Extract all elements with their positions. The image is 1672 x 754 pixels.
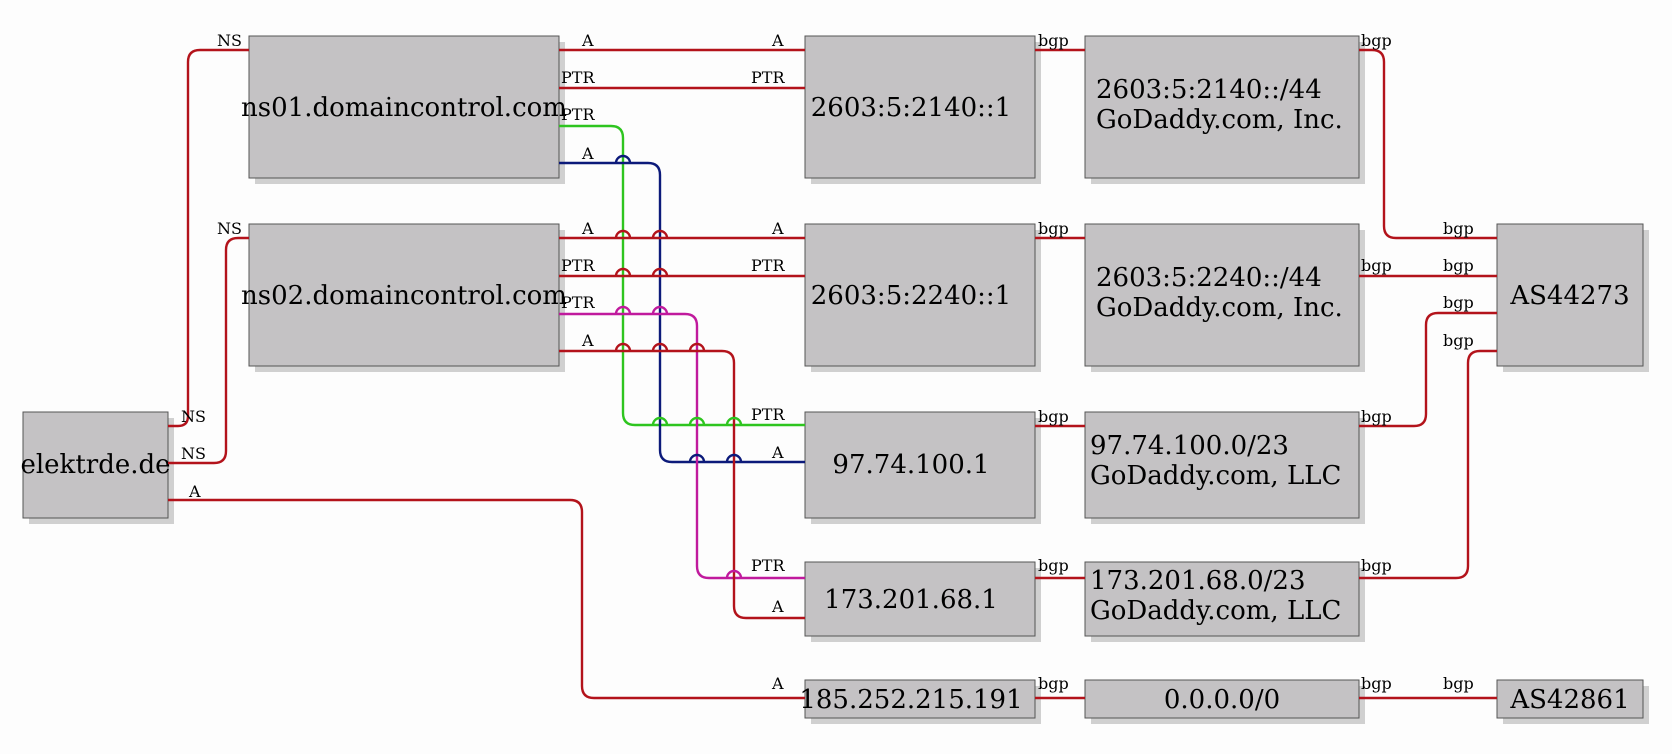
edge-label-a: A xyxy=(188,482,201,501)
edge-a-elektrde-ip5 xyxy=(168,498,805,700)
node-ip-173-201-68-1[interactable]: 173.201.68.1 xyxy=(804,561,1041,642)
edge-label-a: A xyxy=(581,144,594,163)
node-ip-97-74-100-1[interactable]: 97.74.100.1 xyxy=(804,411,1041,524)
edge-label-a: A xyxy=(581,219,594,238)
edge-label-a: A xyxy=(581,31,594,50)
edge-label-bgp: bgp xyxy=(1443,293,1474,312)
node-ns02-label: ns02.domaincontrol.com xyxy=(241,281,567,311)
node-net3-line2: GoDaddy.com, LLC xyxy=(1090,461,1341,491)
node-ns01[interactable]: ns01.domaincontrol.com xyxy=(241,35,567,184)
node-ip2-label: 2603:5:2240::1 xyxy=(811,281,1011,311)
node-net-97-74-100-0-23[interactable]: 97.74.100.0/23 GoDaddy.com, LLC xyxy=(1084,411,1365,524)
node-net4-line2: GoDaddy.com, LLC xyxy=(1090,596,1341,626)
edge-label-bgp: bgp xyxy=(1038,407,1069,426)
node-net2-line1: 2603:5:2240::/44 xyxy=(1096,263,1322,293)
edge-label-bgp: bgp xyxy=(1038,674,1069,693)
node-ns02[interactable]: ns02.domaincontrol.com xyxy=(241,223,567,372)
edge-label-a: A xyxy=(771,219,784,238)
node-net-0-0-0-0-0[interactable]: 0.0.0.0/0 xyxy=(1084,679,1365,724)
node-net5-label: 0.0.0.0/0 xyxy=(1164,685,1280,715)
edge-label-bgp: bgp xyxy=(1443,331,1474,350)
edge-label-ptr: PTR xyxy=(561,68,595,87)
node-net-2603-5-2140-44[interactable]: 2603:5:2140::/44 GoDaddy.com, Inc. xyxy=(1084,35,1365,184)
edge-label-ptr: PTR xyxy=(561,293,595,312)
node-ns01-label: ns01.domaincontrol.com xyxy=(241,93,567,123)
edge-label-bgp: bgp xyxy=(1443,256,1474,275)
edge-label-bgp: bgp xyxy=(1361,31,1392,50)
node-as44273[interactable]: AS44273 xyxy=(1496,223,1649,372)
edge-bgp-net4-as44273 xyxy=(1359,349,1497,580)
edge-labels: NS NS NS NS A A PTR PTR A A PTR PTR A A … xyxy=(181,31,1474,693)
edge-label-bgp: bgp xyxy=(1038,219,1069,238)
edge-ns-elektrde-ns01 xyxy=(168,48,249,428)
edge-label-bgp: bgp xyxy=(1038,31,1069,50)
edge-label-ptr: PTR xyxy=(561,105,595,124)
edge-label-ptr: PTR xyxy=(751,256,785,275)
node-as42861-label: AS42861 xyxy=(1509,685,1629,715)
edge-label-a: A xyxy=(771,31,784,50)
node-net1-line2: GoDaddy.com, Inc. xyxy=(1096,105,1343,135)
node-net-173-201-68-0-23[interactable]: 173.201.68.0/23 GoDaddy.com, LLC xyxy=(1084,561,1365,642)
node-net3-line1: 97.74.100.0/23 xyxy=(1090,431,1289,461)
edge-a-ns01-ip3 xyxy=(559,161,805,464)
node-elektrde[interactable]: elektrde.de xyxy=(20,411,174,524)
node-net-2603-5-2240-44[interactable]: 2603:5:2240::/44 GoDaddy.com, Inc. xyxy=(1084,223,1365,372)
edge-label-ns: NS xyxy=(181,407,206,426)
edge-ptr-ns02-ip4 xyxy=(559,312,805,580)
node-elektrde-label: elektrde.de xyxy=(20,450,170,480)
edge-label-ptr: PTR xyxy=(561,256,595,275)
node-as42861[interactable]: AS42861 xyxy=(1496,679,1649,724)
edge-bgp-net1-as44273 xyxy=(1359,48,1497,240)
node-ip5-label: 185.252.215.191 xyxy=(799,685,1022,715)
edge-label-bgp: bgp xyxy=(1443,219,1474,238)
edge-label-bgp: bgp xyxy=(1443,674,1474,693)
edge-label-bgp: bgp xyxy=(1361,674,1392,693)
edge-label-a: A xyxy=(771,443,784,462)
edge-label-ns: NS xyxy=(217,31,242,50)
node-ip-185-252-215-191[interactable]: 185.252.215.191 xyxy=(799,679,1041,724)
edge-label-bgp: bgp xyxy=(1361,256,1392,275)
edge-label-ns: NS xyxy=(217,219,242,238)
edge-label-ptr: PTR xyxy=(751,556,785,575)
edge-a-ns02-ip4 xyxy=(559,349,805,620)
edge-label-ptr: PTR xyxy=(751,405,785,424)
node-ip4-label: 173.201.68.1 xyxy=(824,585,998,615)
node-net4-line1: 173.201.68.0/23 xyxy=(1090,566,1306,596)
edge-label-a: A xyxy=(771,674,784,693)
edge-bgp-net3-as44273 xyxy=(1359,311,1497,428)
edge-label-ns: NS xyxy=(181,444,206,463)
edge-label-bgp: bgp xyxy=(1038,556,1069,575)
edge-label-a: A xyxy=(581,331,594,350)
node-ip-2603-5-2240-1[interactable]: 2603:5:2240::1 xyxy=(804,223,1041,372)
node-as44273-label: AS44273 xyxy=(1509,281,1629,311)
edge-label-bgp: bgp xyxy=(1361,556,1392,575)
node-ip-2603-5-2140-1[interactable]: 2603:5:2140::1 xyxy=(804,35,1041,184)
node-net1-line1: 2603:5:2140::/44 xyxy=(1096,75,1322,105)
node-ip1-label: 2603:5:2140::1 xyxy=(811,93,1011,123)
edge-label-bgp: bgp xyxy=(1361,407,1392,426)
node-net2-line2: GoDaddy.com, Inc. xyxy=(1096,293,1343,323)
edge-label-a: A xyxy=(771,597,784,616)
node-ip3-label: 97.74.100.1 xyxy=(832,450,989,480)
edge-crossing-humps xyxy=(614,154,743,579)
edge-ns-elektrde-ns02 xyxy=(168,236,249,465)
edge-label-ptr: PTR xyxy=(751,68,785,87)
